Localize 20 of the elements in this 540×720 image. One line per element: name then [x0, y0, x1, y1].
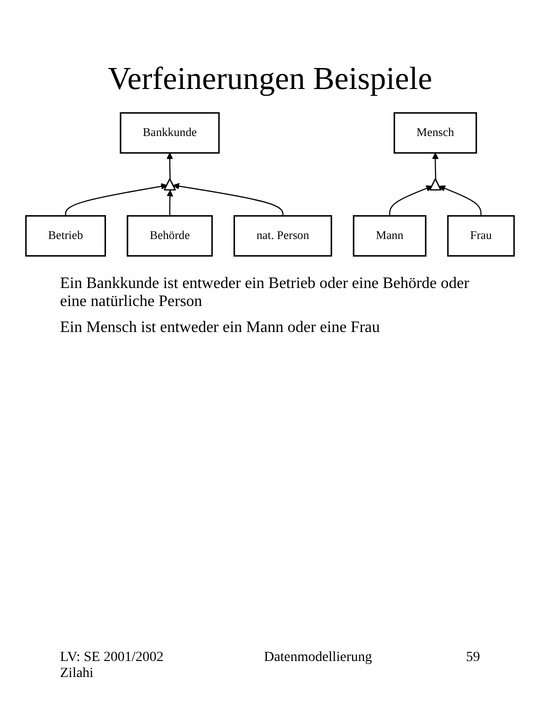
arrow [432, 152, 439, 180]
arrow [438, 185, 482, 216]
arrow [172, 182, 284, 216]
arrow [166, 152, 174, 180]
note-text: Ein Mensch ist entweder ein Mann oder eine Frau [60, 318, 381, 337]
node-box: Mensch [394, 112, 478, 154]
node-box: nat. Person [234, 215, 332, 257]
node-box: Behörde [126, 215, 213, 257]
note-text: Ein Bankkunde ist entweder ein Betrieb oder eine Behörde oder eine natürliche Person [60, 274, 470, 311]
title: Verfeinerungen Beispiele [106, 60, 434, 97]
node-box: Bankkunde [120, 112, 220, 154]
footer-text: LV: SE 2001/2002 Zilahi [60, 650, 164, 682]
node-box: Mann [352, 215, 426, 257]
footer-text: 59 [466, 650, 480, 667]
arrow [166, 190, 174, 216]
arrow [65, 183, 168, 216]
node-box: Frau [447, 215, 515, 257]
arrow [389, 185, 432, 216]
footer-text: Datenmodellierung [264, 650, 372, 667]
node-box: Betrieb [25, 215, 106, 257]
